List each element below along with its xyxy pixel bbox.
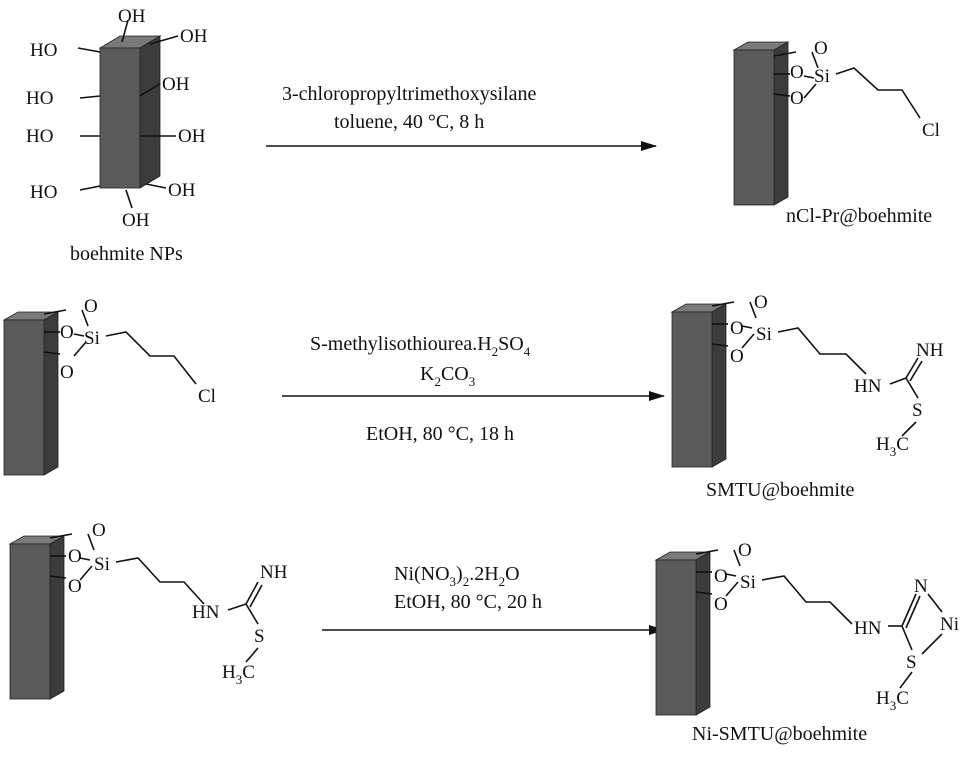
- step2-reactant: O O O Si Cl: [3, 296, 216, 476]
- sulfur-atom: S: [254, 626, 265, 647]
- hn-group: HN: [854, 376, 882, 397]
- oh-label: OH: [168, 180, 196, 201]
- sulfur-atom: S: [912, 400, 923, 421]
- reagent-label: Ni(NO3)2.2H2O: [394, 563, 520, 589]
- ho-label: HO: [26, 126, 53, 147]
- step1-product: O O O Si Cl nCl-Pr@boehmite: [733, 38, 940, 227]
- silicon-atom: Si: [756, 324, 772, 345]
- ho-label: HO: [30, 182, 57, 203]
- oh-label: OH: [180, 26, 208, 47]
- reagent-label: S-methylisothiourea.H2SO4: [310, 333, 531, 359]
- oxygen-atom: O: [730, 318, 744, 339]
- silicon-atom: Si: [814, 66, 830, 87]
- step1-reactant-boehmite: OH HO OH HO OH HO OH HO OH OH boehmite N…: [26, 6, 208, 265]
- oxygen-atom: O: [84, 296, 98, 317]
- oxygen-atom: O: [714, 566, 728, 587]
- conditions-line2: toluene, 40 °C, 8 h: [334, 111, 484, 133]
- oxygen-atom: O: [714, 594, 728, 615]
- nh-group: NH: [916, 340, 944, 361]
- hn-group: HN: [854, 618, 882, 639]
- oxygen-atom: O: [790, 62, 804, 83]
- silicon-atom: Si: [94, 554, 110, 575]
- ho-label: HO: [30, 40, 57, 61]
- step2-arrow: S-methylisothiourea.H2SO4 K2CO3 EtOH, 80…: [282, 333, 665, 445]
- oxygen-atom: O: [68, 576, 82, 597]
- product-label: Ni-SMTU@boehmite: [692, 723, 867, 745]
- product-label: nCl-Pr@boehmite: [786, 205, 932, 227]
- silicon-atom: Si: [84, 328, 100, 349]
- oxygen-atom: O: [738, 540, 752, 561]
- step3-product: O O O Si HN N Ni S H3C Ni-SMTU@boehmite: [655, 540, 959, 745]
- ho-label: HO: [26, 88, 53, 109]
- nickel-atom: Ni: [940, 614, 959, 635]
- oxygen-atom: O: [60, 322, 74, 343]
- methyl-group: H3C: [876, 434, 909, 459]
- oh-label: OH: [162, 74, 190, 95]
- oxygen-atom: O: [60, 362, 74, 383]
- step3-reactant: O O O Si HN NH S H3C: [9, 520, 288, 700]
- oxygen-atom: O: [754, 292, 768, 313]
- oxygen-atom: O: [730, 346, 744, 367]
- oxygen-atom: O: [68, 546, 82, 567]
- silicon-atom: Si: [740, 572, 756, 593]
- oh-label: OH: [118, 6, 146, 27]
- conditions-label: EtOH, 80 °C, 20 h: [394, 591, 542, 613]
- methyl-group: H3C: [222, 662, 255, 687]
- hn-group: HN: [192, 602, 220, 623]
- step1-arrow: 3-chloropropyltrimethoxysilane toluene, …: [266, 83, 657, 151]
- product-label: SMTU@boehmite: [706, 479, 855, 501]
- oh-label: OH: [178, 126, 206, 147]
- oh-label: OH: [122, 210, 150, 231]
- conditions-line1: 3-chloropropyltrimethoxysilane: [282, 83, 537, 105]
- nitrogen-atom: N: [914, 576, 928, 597]
- base-label: K2CO3: [420, 363, 475, 389]
- reactant-label: boehmite NPs: [70, 243, 183, 265]
- chlorine-atom: Cl: [922, 120, 940, 141]
- step3-arrow: Ni(NO3)2.2H2O EtOH, 80 °C, 20 h: [322, 563, 665, 635]
- nh-group: NH: [260, 562, 288, 583]
- conditions-label: EtOH, 80 °C, 18 h: [366, 423, 514, 445]
- chlorine-atom: Cl: [198, 386, 216, 407]
- oxygen-atom: O: [790, 88, 804, 109]
- sulfur-atom: S: [906, 652, 917, 673]
- oxygen-atom: O: [92, 520, 106, 541]
- oxygen-atom: O: [814, 38, 828, 59]
- step2-product: O O O Si HN NH S H3C SMTU@boehmite: [671, 292, 944, 501]
- methyl-group: H3C: [876, 688, 909, 713]
